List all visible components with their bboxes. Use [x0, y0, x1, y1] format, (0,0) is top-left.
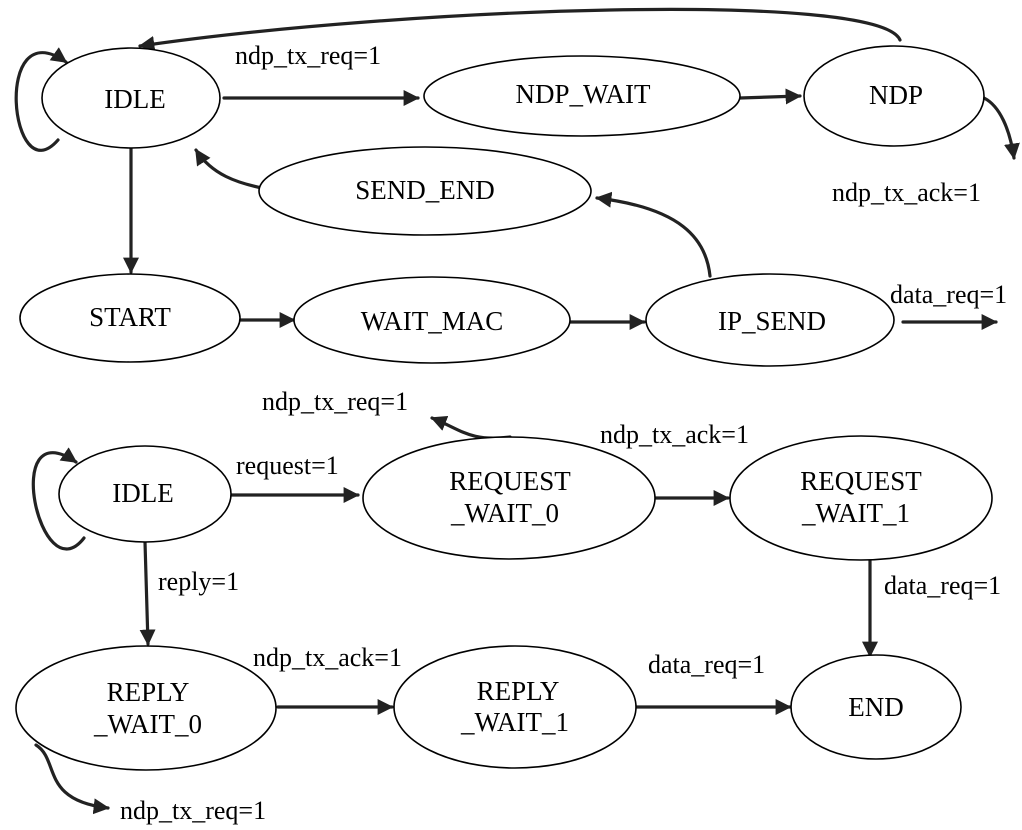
label-reply: reply=1	[158, 567, 239, 596]
state-idle-bottom: IDLE	[58, 445, 232, 543]
label-ndp-tx-req-top: ndp_tx_req=1	[235, 41, 381, 70]
top-state-machine: IDLE NDP_WAIT NDP SEND_END START WAIT_MA…	[14, 7, 1020, 367]
label-ndp-tx-req-upper: ndp_tx_req=1	[262, 387, 408, 416]
edge-ndp-wait-to-ndp	[738, 88, 802, 105]
state-label: IDLE	[104, 84, 165, 114]
state-reply-wait-0: REPLY _WAIT_0	[15, 645, 277, 771]
state-label: NDP_WAIT	[516, 79, 651, 109]
state-label: SEND_END	[355, 175, 495, 205]
label-data-req-lower: data_req=1	[648, 650, 765, 679]
edge-idle2-self-loop	[31, 447, 86, 551]
state-wait-mac: WAIT_MAC	[293, 276, 571, 364]
edge-request-wait-0-exit	[430, 415, 512, 440]
label-request: request=1	[236, 451, 339, 480]
state-label-line-1: REQUEST	[449, 466, 571, 496]
edge-idle2-to-reply-wait-0	[139, 540, 156, 646]
state-label: IDLE	[112, 478, 173, 508]
state-label: END	[848, 692, 904, 722]
state-label-line-2: _WAIT_0	[450, 498, 559, 528]
edge-ndp-exit	[982, 96, 1020, 160]
label-ndp-tx-ack-upper: ndp_tx_ack=1	[600, 420, 749, 449]
edge-ip-send-to-send-end	[595, 191, 712, 278]
state-idle-top: IDLE	[41, 47, 221, 149]
label-data-req-top: data_req=1	[890, 280, 1007, 309]
label-ndp-tx-ack-lower: ndp_tx_ack=1	[253, 643, 402, 672]
state-request-wait-0: REQUEST _WAIT_0	[362, 436, 656, 560]
state-label-line-2: _WAIT_1	[460, 707, 569, 737]
state-reply-wait-1: REPLY _WAIT_1	[393, 645, 637, 769]
state-label: WAIT_MAC	[361, 306, 504, 336]
state-send-end: SEND_END	[258, 146, 592, 236]
state-label: IP_SEND	[718, 306, 826, 336]
state-ip-send: IP_SEND	[645, 273, 895, 367]
edge-ndp-to-idle	[138, 7, 902, 52]
edge-reply-wait-0-exit	[34, 743, 110, 815]
state-label-line-1: REPLY	[107, 677, 190, 707]
label-data-req-right: data_req=1	[884, 571, 1001, 600]
state-start: START	[19, 273, 241, 363]
state-label: NDP	[869, 80, 923, 110]
state-request-wait-1: REQUEST _WAIT_1	[729, 435, 993, 561]
label-ndp-tx-req-lower: ndp_tx_req=1	[120, 796, 266, 825]
bottom-state-machine: IDLE REQUEST _WAIT_0 REQUEST _WAIT_1 REP…	[15, 387, 1001, 825]
state-label-line-1: REQUEST	[800, 466, 922, 496]
state-end: END	[790, 654, 962, 760]
state-label-line-2: _WAIT_1	[801, 498, 910, 528]
edge-idle-self-loop	[14, 47, 68, 152]
state-ndp-wait: NDP_WAIT	[423, 55, 741, 137]
state-label: START	[89, 302, 171, 332]
state-label-line-2: _WAIT_0	[93, 709, 202, 739]
state-label-line-1: REPLY	[477, 676, 560, 706]
edge-send-end-to-idle	[194, 148, 264, 190]
state-ndp: NDP	[803, 45, 985, 147]
label-ndp-tx-ack: ndp_tx_ack=1	[832, 178, 981, 207]
